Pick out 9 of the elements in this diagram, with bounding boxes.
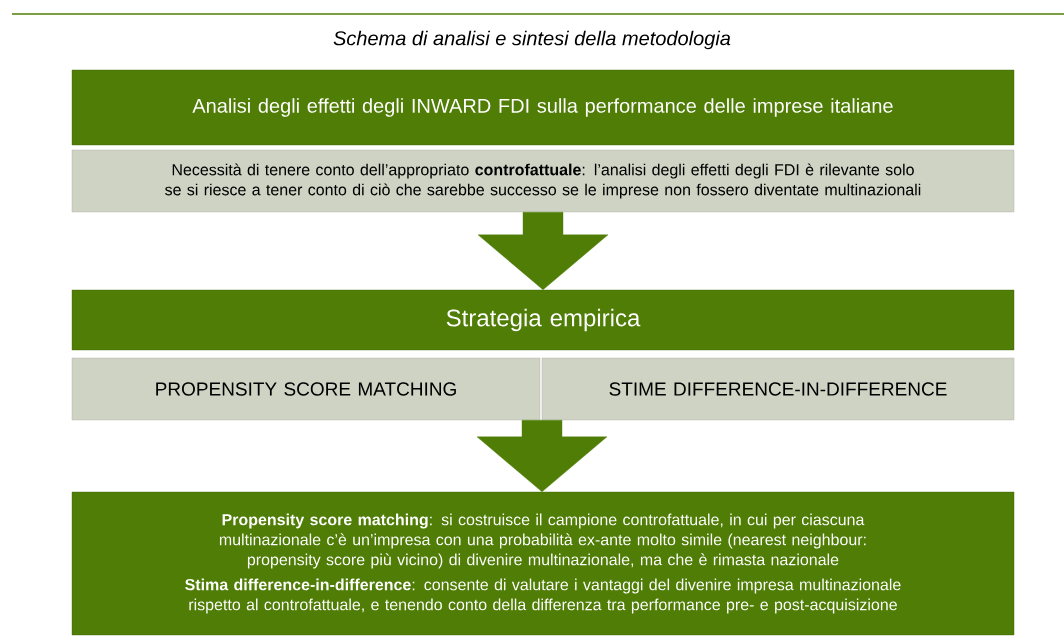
note-band: Necessità di tenere conto dell’appropriato controfattuale: l’analisi degli effetti degli FDI è rilevante solo se si riesce a tener conto di ciò che sarebbe successo se le imprese non fossero diventate multinazionali — [71, 149, 1015, 213]
title: Schema di analisi e sintesi della metodologia — [333, 30, 731, 50]
heading-band: Analisi degli effetti degli INWARD FDI sulla performance delle imprese italiane — [71, 69, 1015, 146]
block-arrow — [476, 420, 608, 492]
method-band: STIME DIFFERENCE-IN-DIFFERENCE — [541, 357, 1015, 421]
description-box: Propensity score matching: si costruisce il campione controfattuale, in cui per ciascuna multinazionale c’è un’impresa con una probabilità ex-ante molto simile (nearest neighbour: propensity score più vicino) di divenire multinazionale, ma che è rimasta nazionale Stima difference-in-difference: consente di valutare i vantaggi del divenire impresa multinazionale rispetto al controfattuale, e tenendo conto della differenza tra performance pre- e post-acquisizione — [71, 491, 1015, 636]
heading-band: Strategia empirica — [71, 289, 1015, 351]
block-arrow — [477, 212, 609, 290]
method-band: PROPENSITY SCORE MATCHING — [71, 357, 541, 421]
